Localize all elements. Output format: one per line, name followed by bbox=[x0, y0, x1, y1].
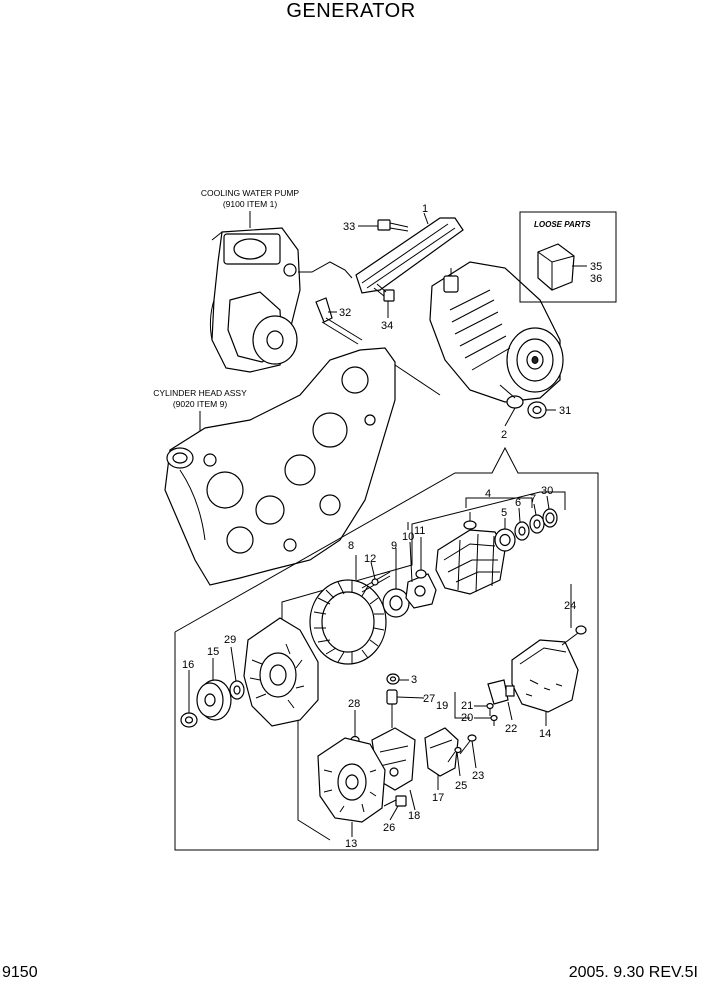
callout-9: 9 bbox=[391, 540, 397, 552]
nut-31 bbox=[527, 401, 556, 419]
callout-7: 7 bbox=[530, 493, 536, 505]
cylinder-head-note-line2: (9020 ITEM 9) bbox=[173, 399, 227, 409]
ring-30 bbox=[542, 508, 558, 528]
callout-35: 35 bbox=[590, 261, 602, 273]
callout-21: 21 bbox=[461, 700, 473, 712]
callout-28: 28 bbox=[348, 698, 360, 710]
callout-32: 32 bbox=[339, 307, 351, 319]
callout-5: 5 bbox=[501, 507, 507, 519]
callout-36: 36 bbox=[590, 273, 602, 285]
rotor-4 bbox=[435, 512, 506, 595]
callout-13: 13 bbox=[345, 838, 357, 850]
cover-15 bbox=[196, 679, 232, 721]
water-pump-note-line2: (9100 ITEM 1) bbox=[223, 199, 277, 209]
cylinder-head-drawing bbox=[164, 347, 396, 586]
callout-8: 8 bbox=[348, 540, 354, 552]
callout-29: 29 bbox=[224, 634, 236, 646]
callout-18: 18 bbox=[408, 810, 420, 822]
page-title: GENERATOR bbox=[286, 0, 416, 22]
callout-6: 6 bbox=[515, 497, 521, 509]
callout-20: 20 bbox=[461, 712, 473, 724]
callout-26: 26 bbox=[383, 822, 395, 834]
stator-8 bbox=[309, 579, 387, 665]
drive-end-frame bbox=[243, 617, 319, 727]
callout-3: 3 bbox=[411, 674, 417, 686]
bearing-5 bbox=[494, 528, 516, 552]
callout-15: 15 bbox=[207, 646, 219, 658]
water-pump-note-line1: COOLING WATER PUMP bbox=[201, 188, 300, 198]
callout-17: 17 bbox=[432, 792, 444, 804]
seal-29 bbox=[229, 680, 245, 700]
callout-16: 16 bbox=[182, 659, 194, 671]
water-pump-drawing bbox=[209, 227, 301, 373]
callout-19: 19 bbox=[436, 700, 448, 712]
loose-parts-box: LOOSE PARTS bbox=[519, 211, 617, 303]
callout-1: 1 bbox=[422, 203, 428, 215]
brush-holder-17 bbox=[424, 727, 459, 777]
v-belt bbox=[355, 217, 464, 294]
shaft-12 bbox=[361, 571, 391, 593]
screw-20 bbox=[490, 714, 498, 726]
rear-frame-13 bbox=[317, 737, 386, 823]
callout-24: 24 bbox=[564, 600, 576, 612]
bracket-bolt-32 bbox=[315, 297, 363, 345]
callout-11: 11 bbox=[414, 525, 425, 537]
bolt-34 bbox=[373, 283, 395, 302]
bearing-9 bbox=[382, 588, 410, 618]
callout-31: 31 bbox=[559, 405, 571, 417]
callout-27: 27 bbox=[423, 693, 435, 705]
cylinder-head-note-line1: CYLINDER HEAD ASSY bbox=[153, 388, 247, 398]
callout-23: 23 bbox=[472, 770, 484, 782]
terminal-27 bbox=[386, 689, 398, 728]
revision-date: 2005. 9.30 REV.5I bbox=[568, 964, 698, 981]
screw-21 bbox=[486, 702, 494, 716]
loose-parts-label: LOOSE PARTS bbox=[534, 220, 591, 229]
alternator-assembly bbox=[429, 261, 564, 409]
plate-10 bbox=[405, 573, 437, 609]
screw-11 bbox=[415, 562, 427, 579]
callout-12: 12 bbox=[364, 553, 376, 565]
callout-33: 33 bbox=[343, 221, 355, 233]
callout-22: 22 bbox=[505, 723, 517, 735]
nut-16 bbox=[180, 712, 198, 728]
bolt-33 bbox=[377, 219, 409, 232]
bolt-26 bbox=[383, 795, 407, 807]
bolt-24 bbox=[561, 625, 587, 646]
callout-10: 10 bbox=[402, 531, 414, 543]
bolt-25 bbox=[447, 746, 462, 763]
regulator-22 bbox=[487, 679, 515, 705]
page-number: 9150 bbox=[2, 964, 38, 981]
callout-30: 30 bbox=[541, 485, 553, 497]
callout-4: 4 bbox=[485, 488, 491, 500]
callout-2: 2 bbox=[501, 429, 507, 441]
callout-34: 34 bbox=[381, 320, 393, 332]
callout-25: 25 bbox=[455, 780, 467, 792]
nut-3 bbox=[386, 673, 400, 685]
callout-14: 14 bbox=[539, 728, 551, 740]
cover-6 bbox=[514, 521, 530, 541]
rear-cover-14 bbox=[511, 639, 579, 713]
washer-7 bbox=[529, 514, 545, 534]
